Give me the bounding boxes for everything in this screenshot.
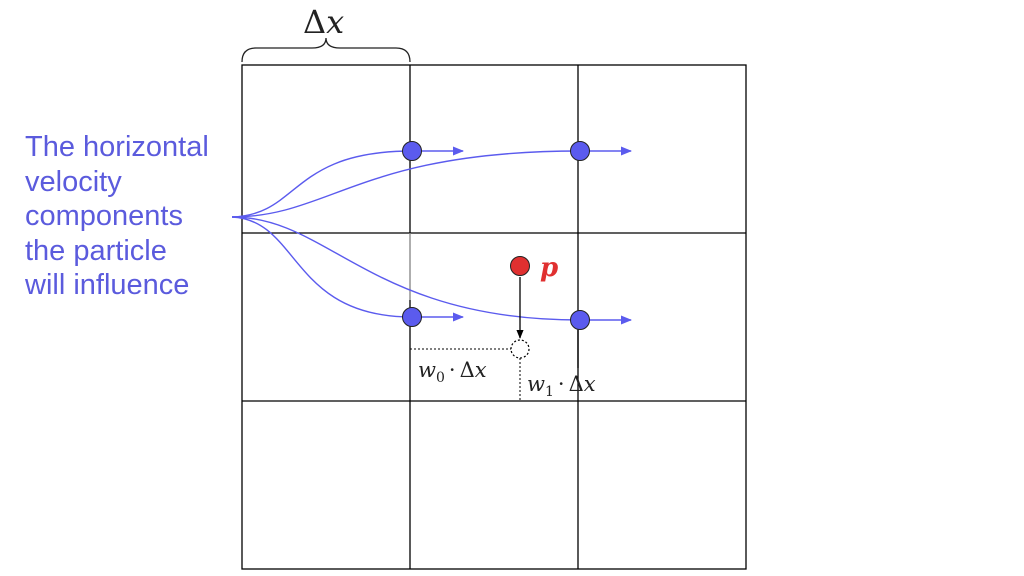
velocity-nodes xyxy=(402,141,590,330)
velocity-arrows xyxy=(421,146,633,325)
particle-label: p xyxy=(540,253,558,283)
caption-line: components xyxy=(25,200,183,232)
caption-line: velocity xyxy=(25,165,122,198)
cell-size-brace xyxy=(241,37,411,63)
weight-guides xyxy=(410,348,521,401)
particle xyxy=(510,256,530,276)
projected-point xyxy=(510,339,530,359)
velocity-node-bottom-right xyxy=(570,310,590,330)
velocity-node-bottom-left xyxy=(402,307,422,327)
weight-w1-label: w1·Δx xyxy=(527,372,596,400)
curve-to-node-top-left xyxy=(231,150,413,218)
weight-w0-label: w0·Δx xyxy=(418,358,487,386)
caption-line: The horizontal xyxy=(25,131,209,163)
curve-to-node-bottom-right xyxy=(231,216,581,321)
influence-curves xyxy=(231,150,581,321)
cell-size-label: Δx xyxy=(303,3,344,41)
grid-border xyxy=(241,64,747,570)
caption-line: will influence xyxy=(25,269,190,301)
curve-to-node-top-right xyxy=(231,150,581,218)
caption-line: the particle xyxy=(25,234,167,267)
curve-to-node-bottom-left xyxy=(231,216,413,318)
influence-caption: The horizontal velocity components the p… xyxy=(25,130,209,303)
velocity-node-top-right xyxy=(570,141,590,161)
velocity-node-top-left xyxy=(402,141,422,161)
grid xyxy=(241,64,747,570)
